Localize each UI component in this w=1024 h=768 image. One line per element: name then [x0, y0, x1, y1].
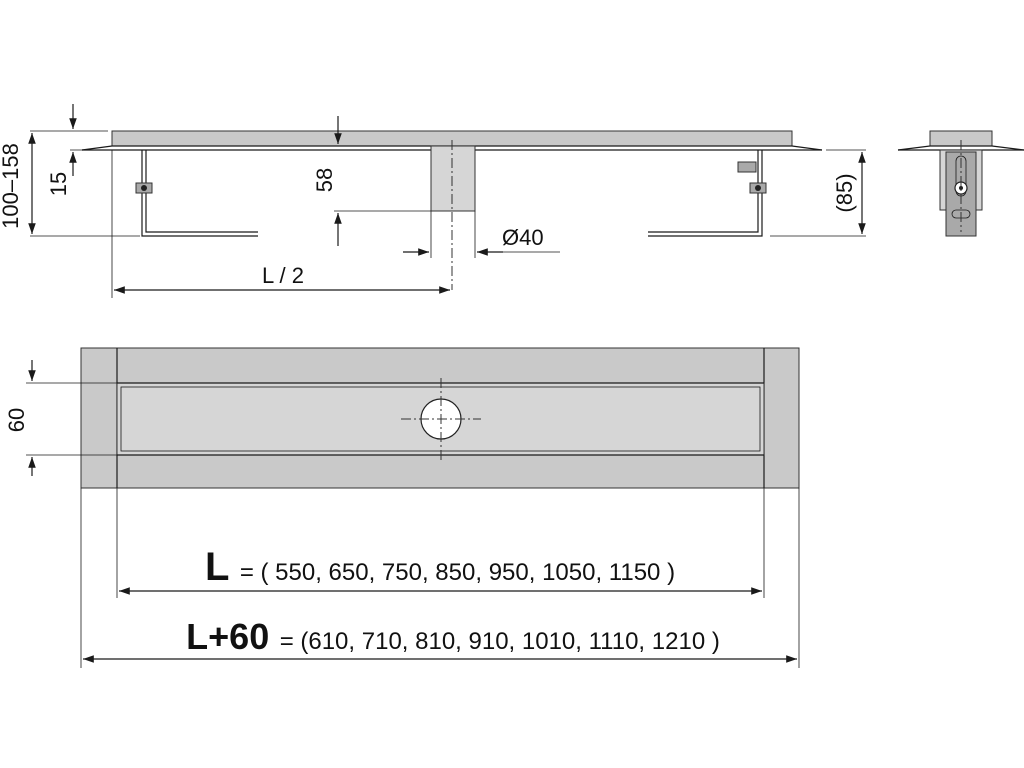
overall-values: = (610, 710, 810, 910, 1010, 1110, 1210 …	[280, 628, 720, 655]
side-outlet	[430, 145, 476, 212]
length-values: = ( 550, 650, 750, 850, 950, 1050, 1150 …	[240, 559, 675, 586]
dim-half-length: L / 2	[262, 263, 304, 288]
overall-length-label: L+60 = (610, 710, 810, 910, 1010, 1110, …	[186, 616, 720, 657]
dim-58: 58	[312, 168, 337, 192]
left-bracket	[135, 150, 258, 237]
dim-85: (85)	[832, 173, 857, 212]
top-view: 60 L = ( 550, 650, 750, 850, 950, 1050, …	[4, 347, 800, 668]
overall-symbol: L+60	[186, 616, 269, 657]
side-view: 100–158 15 58 (85) Ø40 L / 2	[0, 104, 866, 298]
dim-height-range: 100–158	[0, 143, 23, 229]
dim-width: 60	[4, 408, 29, 432]
length-symbol: L	[205, 545, 229, 589]
dim-outlet-diameter: Ø40	[502, 225, 544, 250]
length-label: L = ( 550, 650, 750, 850, 950, 1050, 115…	[205, 545, 675, 589]
right-bracket	[648, 150, 767, 237]
dim-15: 15	[46, 172, 71, 196]
end-view	[897, 130, 1024, 237]
